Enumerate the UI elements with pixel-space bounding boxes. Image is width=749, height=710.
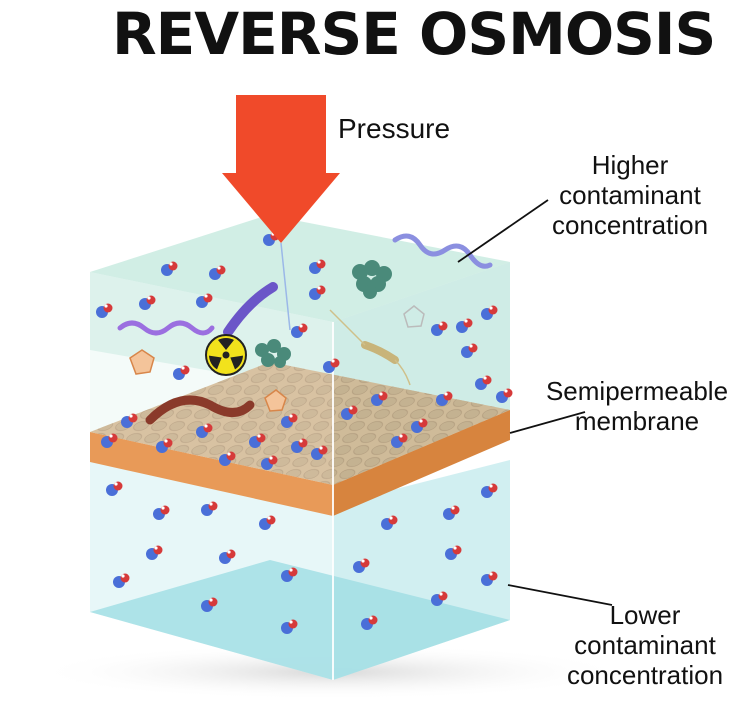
water-molecule-icon <box>173 365 190 380</box>
leader-line-lower <box>507 584 613 606</box>
virus-icon <box>129 305 425 412</box>
water-molecule-icon <box>261 455 278 470</box>
water-molecule-icon <box>259 515 276 530</box>
water-molecule-icon <box>291 438 308 453</box>
water-molecule-icon <box>431 321 448 336</box>
water-molecule-icon <box>481 571 498 586</box>
leader-line-higher <box>457 199 549 263</box>
water-molecule-icon <box>461 343 478 358</box>
water-molecule-icon <box>456 318 473 333</box>
water-molecule-icon <box>371 391 388 406</box>
water-molecule-icon <box>411 418 428 433</box>
lower-water-floor <box>90 560 510 680</box>
water-molecule-icon <box>309 259 326 274</box>
lower-chamber <box>90 455 510 680</box>
water-molecule-icon <box>139 295 156 310</box>
water-molecule-icon <box>496 388 513 403</box>
water-molecule-icon <box>249 433 266 448</box>
leader-lines <box>457 199 613 606</box>
higher-label-line-2: contaminant <box>559 180 701 210</box>
water-molecule-icon <box>481 305 498 320</box>
water-molecule-icon <box>443 505 460 520</box>
water-molecule-icon <box>291 323 308 338</box>
higher-concentration-label: Higher contaminant concentration <box>525 150 735 240</box>
water-molecule-icon <box>161 261 178 276</box>
water-molecule-icon <box>209 265 226 280</box>
page-title: REVERSE OSMOSIS <box>112 0 716 68</box>
pressure-label: Pressure <box>338 113 451 144</box>
water-molecule-icon <box>101 433 118 448</box>
bacteria-icon <box>145 395 255 425</box>
water-molecule-icon <box>121 413 138 428</box>
water-molecule-icon <box>445 545 462 560</box>
water-molecule-icon <box>431 591 448 606</box>
membrane <box>90 362 510 516</box>
water-molecule-icon <box>201 501 218 516</box>
water-molecule-icon <box>106 481 123 496</box>
water-molecule-icon <box>219 549 236 564</box>
water-molecule-icon <box>201 597 218 612</box>
water-molecule-icon <box>156 438 173 453</box>
water-molecules <box>96 231 513 634</box>
lower-label-line-1: Lower <box>609 600 681 630</box>
lower-label-line-3: concentration <box>566 660 724 690</box>
bacteria-icon <box>392 233 493 269</box>
contaminants <box>117 233 493 425</box>
lower-label-line-2: contaminant <box>574 630 716 660</box>
water-molecule-icon <box>353 558 370 573</box>
water-molecule-icon <box>281 567 298 582</box>
water-molecule-icon <box>391 433 408 448</box>
water-molecule-icon <box>196 293 213 308</box>
bacteria-icon <box>223 282 278 337</box>
water-molecule-icon <box>341 405 358 420</box>
higher-label-line-1: Higher <box>591 150 669 180</box>
water-molecule-icon <box>381 515 398 530</box>
bacteria-icon <box>117 320 215 336</box>
water-molecule-icon <box>281 619 298 634</box>
pollutant-cluster-icon <box>255 260 392 368</box>
water-molecule-icon <box>196 423 213 438</box>
higher-label-line-3: concentration <box>551 210 709 240</box>
upper-chamber-front <box>90 262 510 680</box>
water-molecule-icon <box>96 303 113 318</box>
pressure-arrow-icon <box>222 95 340 331</box>
water-molecule-icon <box>153 505 170 520</box>
membrane-front <box>90 432 333 516</box>
water-molecule-icon <box>113 573 130 588</box>
membrane-label-line-2: membrane <box>574 406 700 436</box>
water-molecule-icon <box>146 545 163 560</box>
water-molecule-icon <box>361 615 378 630</box>
water-molecule-icon <box>281 413 298 428</box>
water-molecule-icon <box>311 445 328 460</box>
membrane-label: Semipermeable membrane <box>532 376 742 436</box>
water-molecule-icon <box>219 451 236 466</box>
water-molecule-icon <box>436 391 453 406</box>
water-molecule-icon <box>309 285 326 300</box>
leader-line-membrane <box>509 411 586 434</box>
water-molecule-icon <box>481 483 498 498</box>
lower-concentration-label: Lower contaminant concentration <box>545 600 745 690</box>
water-molecule-icon <box>475 375 492 390</box>
membrane-label-line-1: Semipermeable <box>545 376 729 406</box>
radiation-icon <box>205 334 247 376</box>
water-molecule-icon <box>323 358 340 373</box>
membrane-side <box>333 410 510 516</box>
